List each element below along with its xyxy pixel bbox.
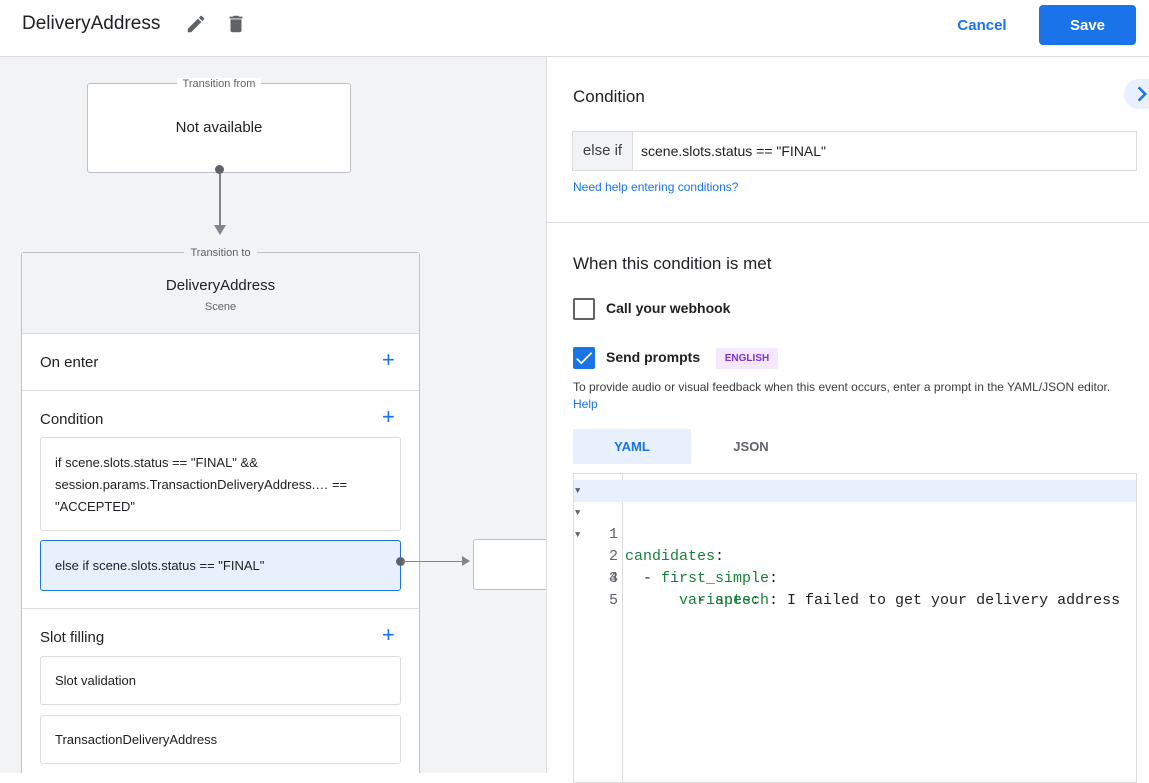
divider: [547, 222, 1149, 223]
line-number: 3: [608, 570, 618, 587]
condition-text: if scene.slots.status == "FINAL" && sess…: [55, 455, 348, 514]
line-gutter: [574, 474, 623, 782]
condition-label: Condition: [40, 411, 104, 428]
webhook-checkbox[interactable]: [573, 298, 595, 320]
code-editor[interactable]: ▼ 1 candidates: ▼ 2 - first_simple: ▼ 3 …: [573, 473, 1137, 783]
connector-dot: [215, 165, 224, 174]
add-condition-icon[interactable]: +: [382, 404, 395, 429]
webhook-label: Call your webhook: [606, 300, 731, 316]
slot-label: TransactionDeliveryAddress: [55, 732, 218, 747]
code-line[interactable]: ▼ 1 candidates:: [574, 480, 1136, 565]
flow-canvas[interactable]: Transition from Not available Transition…: [0, 57, 546, 773]
chevron-right-icon: [1137, 86, 1147, 102]
condition-met-heading: When this condition is met: [573, 254, 772, 273]
cancel-button[interactable]: Cancel: [944, 6, 1020, 44]
condition-heading: Condition: [573, 87, 645, 106]
divider: [22, 390, 419, 391]
scene-type: Scene: [204, 301, 237, 313]
fold-arrow-icon[interactable]: ▼: [575, 530, 581, 540]
collapse-panel-button[interactable]: [1124, 79, 1149, 109]
send-prompts-checkbox[interactable]: [573, 347, 595, 369]
code-line[interactable]: ▼ 2 - first_simple:: [574, 502, 1136, 587]
code-indent: -: [625, 592, 716, 609]
code-indent: -: [625, 570, 662, 587]
save-button[interactable]: Save: [1039, 5, 1136, 45]
transition-from-text: Not available: [175, 119, 263, 136]
add-slot-icon[interactable]: +: [382, 622, 395, 647]
slot-item[interactable]: TransactionDeliveryAddress: [40, 715, 401, 764]
help-link[interactable]: Help: [573, 397, 598, 411]
code-line[interactable]: 4 - speech: I failed to get your deliver…: [574, 546, 1136, 609]
tab-json[interactable]: JSON: [733, 439, 769, 454]
description-text: To provide audio or visual feedback when…: [573, 380, 1111, 394]
code-key: candidates: [625, 548, 716, 565]
language-badge: ENGLISH: [716, 348, 778, 369]
top-bar: DeliveryAddress Cancel Save: [0, 0, 1149, 57]
condition-item-if[interactable]: if scene.slots.status == "FINAL" && sess…: [40, 437, 401, 531]
tab-yaml[interactable]: YAML: [573, 429, 691, 464]
connector-line: [219, 174, 221, 226]
slot-label: Slot validation: [55, 673, 136, 688]
code-key: variants: [679, 592, 752, 609]
prompt-description: To provide audio or visual feedback when…: [573, 379, 1133, 413]
page-title: DeliveryAddress: [22, 13, 161, 34]
code-line[interactable]: ▼ 3 variants:: [574, 524, 1136, 609]
code-key: speech: [715, 592, 770, 609]
code-rest: : I failed to get your delivery address: [769, 592, 1121, 609]
scene-header: Transition to DeliveryAddress Scene: [22, 247, 419, 334]
line-number: 4: [608, 570, 618, 587]
condition-input[interactable]: scene.slots.status == "FINAL": [633, 132, 1136, 170]
condition-help-link[interactable]: Need help entering conditions?: [573, 180, 739, 194]
transition-from-node[interactable]: Transition from Not available: [87, 78, 351, 173]
condition-prefix: else if: [573, 132, 633, 170]
code-line[interactable]: 5: [574, 568, 1136, 609]
code-rest: :: [715, 548, 725, 565]
send-prompts-label: Send prompts: [606, 349, 701, 365]
arrow-down-icon: [214, 225, 226, 235]
condition-panel: Condition else if scene.slots.status == …: [546, 57, 1149, 783]
code-rest: :: [751, 592, 761, 609]
scene-node[interactable]: Transition to DeliveryAddress Scene On e…: [21, 247, 420, 773]
arrow-right-icon: [462, 556, 470, 566]
condition-item-else-if[interactable]: else if scene.slots.status == "FINAL": [40, 540, 401, 591]
line-number: 2: [608, 548, 618, 565]
edit-icon[interactable]: [185, 13, 207, 35]
fold-arrow-icon[interactable]: ▼: [575, 508, 581, 518]
slot-filling-label: Slot filling: [40, 629, 105, 646]
line-number: 1: [608, 526, 618, 543]
line-number: 5: [608, 592, 618, 609]
fold-arrow-icon[interactable]: ▼: [575, 486, 581, 496]
connector-dot: [396, 557, 405, 566]
slot-item[interactable]: Slot validation: [40, 656, 401, 705]
divider: [22, 608, 419, 609]
transition-from-caption: Transition from: [176, 78, 262, 90]
target-node[interactable]: [473, 539, 546, 590]
condition-field[interactable]: else if scene.slots.status == "FINAL": [572, 131, 1137, 171]
transition-to-caption: Transition to: [184, 247, 257, 259]
connector-line: [402, 561, 464, 562]
on-enter-label[interactable]: On enter: [40, 354, 99, 371]
add-on-enter-icon[interactable]: +: [382, 347, 395, 372]
checkmark-icon: [576, 352, 593, 365]
code-key: first_simple: [661, 570, 770, 587]
delete-icon[interactable]: [225, 13, 247, 35]
condition-text: else if scene.slots.status == "FINAL": [55, 558, 265, 573]
scene-name: DeliveryAddress: [165, 277, 276, 294]
code-rest: :: [769, 570, 779, 587]
